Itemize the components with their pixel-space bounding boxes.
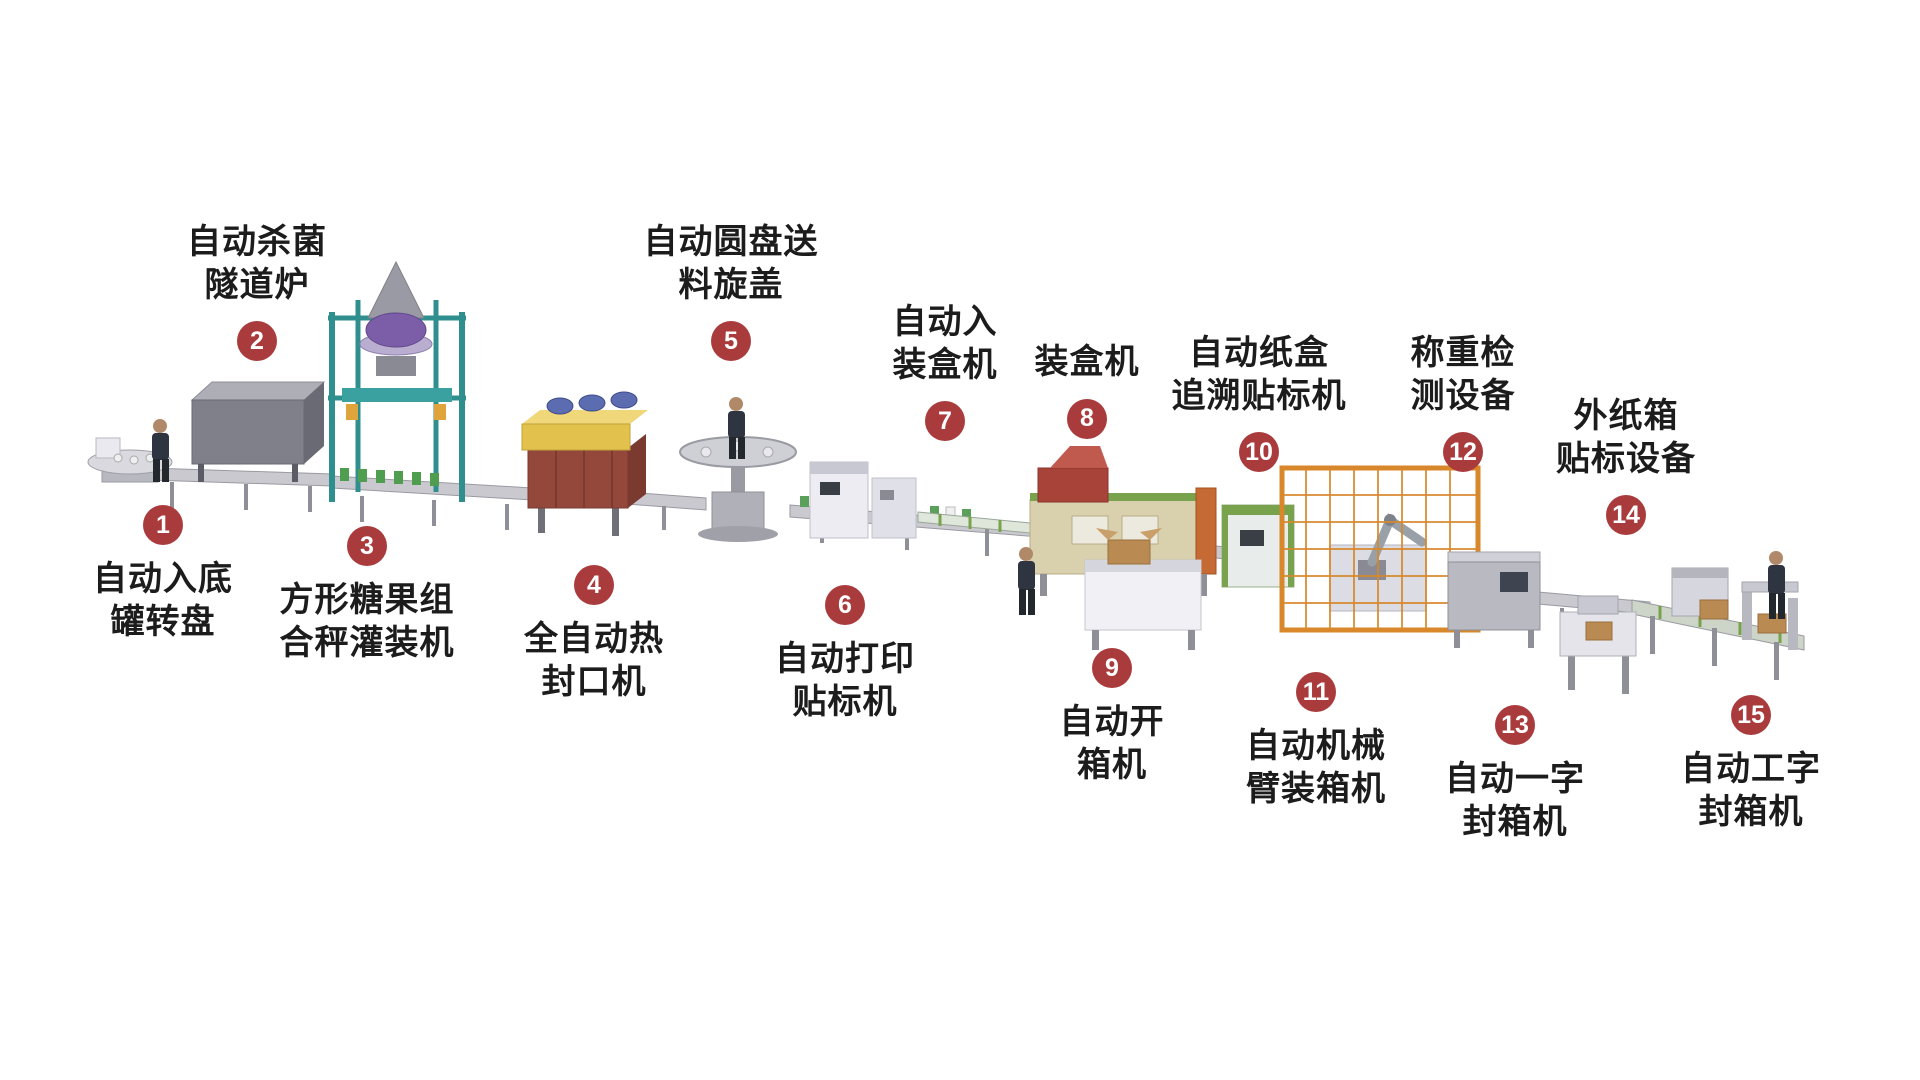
station-4: 4 全自动热 封口机 [454,565,734,704]
station-7-label: 自动入 装盒机 [892,304,998,384]
station-9-number-badge: 9 [1092,648,1132,688]
station-15-number-badge: 15 [1731,695,1771,735]
station-3-number-badge: 3 [347,526,387,566]
machine-case-erector [1084,528,1202,650]
station-10-label: 自动纸盒 追溯贴标机 [1171,335,1347,415]
station-1-label: 自动入底 罐转盘 [93,561,233,641]
station-10: 自动纸盒 追溯贴标机 10 [1119,333,1399,472]
machine-case-labeler-sealer [1671,567,1799,650]
station-6: 6 自动打印 贴标机 [705,585,985,724]
station-8-number-badge: 8 [1067,398,1107,439]
station-14: 外纸箱 贴标设备 14 [1486,396,1766,535]
station-6-number-badge: 6 [825,585,865,625]
station-13-number-badge: 13 [1495,705,1535,745]
station-2-label: 自动杀菌 隧道炉 [187,224,327,304]
station-12-number-badge: 12 [1443,432,1483,472]
station-9-label: 自动开 箱机 [1059,704,1165,784]
station-4-label: 全自动热 封口机 [524,621,664,701]
station-4-number-badge: 4 [574,565,614,605]
station-8: 装盒机 8 [947,342,1227,439]
worker-figure-3 [1018,547,1035,615]
worker-figure-4 [1768,551,1785,619]
station-3-label: 方形糖果组 合秤灌装机 [279,582,455,662]
station-2: 自动杀菌 隧道炉 2 [117,222,397,361]
station-5: 自动圆盘送 料旋盖 5 [591,222,871,361]
station-8-label: 装盒机 [1034,344,1140,381]
station-11: 11 自动机械 臂装箱机 [1176,672,1456,811]
station-13-label: 自动一字 封箱机 [1445,761,1585,841]
machine-checkweigher [1447,551,1541,648]
station-2-number-badge: 2 [237,321,277,361]
station-6-label: 自动打印 贴标机 [775,641,915,721]
station-3: 3 方形糖果组 合秤灌装机 [227,526,507,665]
station-7-number-badge: 7 [925,401,965,441]
worker-figure-2 [728,397,745,459]
station-14-number-badge: 14 [1606,495,1646,535]
worker-figure-1 [152,419,169,482]
station-5-number-badge: 5 [711,321,751,361]
machine-heat-sealer [521,391,648,536]
station-1-number-badge: 1 [143,505,183,545]
station-12: 称重检 测设备 12 [1323,333,1603,472]
station-7: 自动入 装盒机 7 [805,302,1085,441]
station-12-label: 称重检 测设备 [1410,335,1516,415]
station-9: 9 自动开 箱机 [972,648,1252,787]
machine-label-printer [809,461,917,539]
machine-combination-weigher-filler [328,260,466,502]
station-15-label: 自动工字 封箱机 [1681,751,1821,831]
machine-flap-sealer [1559,595,1637,694]
machine-infeed-turntable [87,437,173,483]
machine-tunnel-oven [190,381,326,482]
station-10-number-badge: 10 [1239,432,1279,472]
station-15: 15 自动工字 封箱机 [1611,695,1891,834]
station-1: 1 自动入底 罐转盘 [23,505,303,644]
station-14-label: 外纸箱 贴标设备 [1556,398,1696,478]
station-13: 13 自动一字 封箱机 [1375,705,1655,844]
station-5-label: 自动圆盘送 料旋盖 [643,224,819,304]
station-11-label: 自动机械 臂装箱机 [1246,728,1386,808]
station-11-number-badge: 11 [1296,672,1336,712]
robot-arm-cell [1279,465,1481,633]
